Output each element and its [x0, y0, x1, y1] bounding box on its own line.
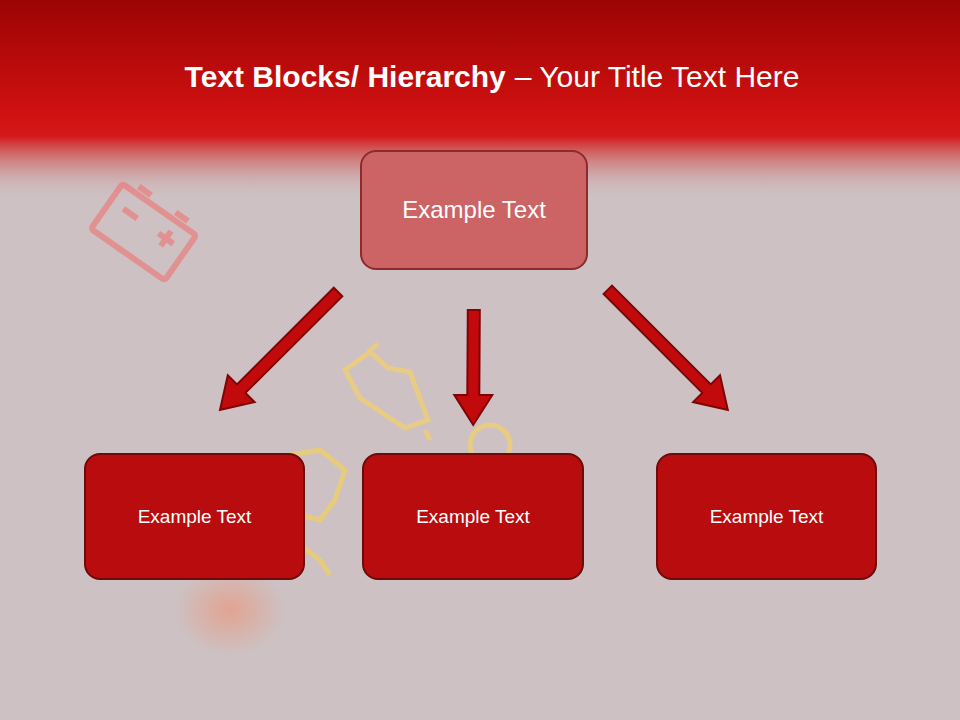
hierarchy-arrow	[220, 288, 342, 410]
title-row: Text Blocks/ Hierarchy – Your Title Text …	[0, 52, 960, 102]
child-box: Example Text	[362, 453, 584, 580]
box-text: Example Text	[710, 506, 824, 528]
title-subtext: – Your Title Text Here	[515, 60, 800, 94]
battery-icon	[91, 178, 200, 280]
box-text: Example Text	[138, 506, 252, 528]
hierarchy-arrow	[454, 310, 492, 425]
child-box: Example Text	[84, 453, 305, 580]
parent-box: Example Text	[360, 150, 588, 270]
hierarchy-arrow	[604, 286, 728, 410]
slide-title: Text Blocks/ Hierarchy	[185, 60, 506, 94]
child-box: Example Text	[656, 453, 877, 580]
box-text: Example Text	[416, 506, 530, 528]
box-text: Example Text	[402, 196, 546, 224]
